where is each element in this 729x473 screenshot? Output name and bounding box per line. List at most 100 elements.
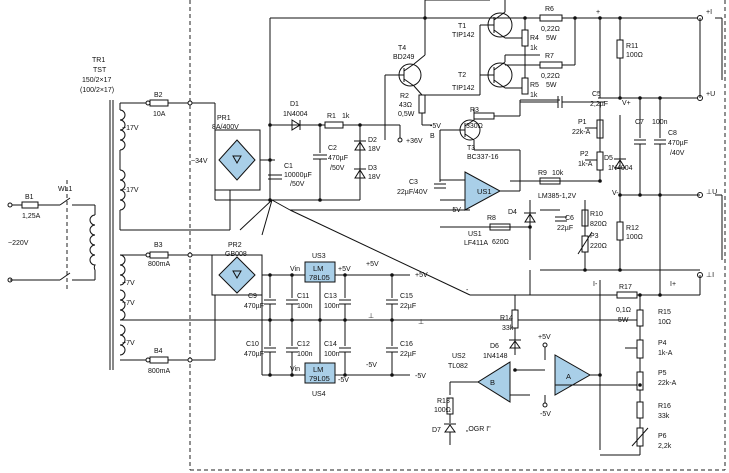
resistor-r13-led-d7: R13 100Ω D7 „OGR I"	[432, 397, 491, 445]
c2-value: 470µF	[328, 155, 348, 162]
r17-power: 5W	[618, 317, 629, 324]
b2-value: 10A	[153, 111, 166, 118]
d6-value: 1N4148	[483, 353, 508, 360]
p6-name: P6	[658, 433, 667, 440]
c13-value: 100n	[324, 303, 340, 310]
pr2-name: PR2	[228, 242, 242, 249]
r12-value: 100Ω	[626, 234, 643, 241]
c1-value: 10000µF	[284, 172, 312, 179]
iminus-label: I-	[593, 281, 598, 288]
transistor-t4: T4 BD249	[384, 18, 426, 140]
t3-name: T3	[467, 145, 475, 152]
r7-power: 5W	[546, 82, 557, 89]
d5-value: 1N4004	[608, 165, 633, 172]
capacitor-c5: C5 2,2µF V+	[520, 91, 631, 108]
c13-name: C13	[324, 293, 337, 300]
r2-value: 43Ω	[399, 102, 412, 109]
p6-value: 2,2k	[658, 443, 672, 450]
r16-name: R16	[658, 403, 671, 410]
pr1-value: 8A/400V	[212, 124, 239, 131]
sec-7v-a: ~7V	[122, 300, 135, 307]
vin-us3: Vin	[290, 266, 300, 273]
b-label: B	[430, 133, 435, 140]
c1-volt: /50V	[290, 181, 305, 188]
opamp-us1: US1 US1 LF411A -5V	[440, 149, 521, 247]
p3-value: 220Ω	[590, 243, 607, 250]
minus5v-b: -5V	[415, 373, 426, 380]
b2-name: B2	[154, 92, 163, 99]
plus5v-us2: +5V	[538, 334, 551, 341]
c3-name: C3	[409, 179, 418, 186]
us2-name: US2	[452, 353, 466, 360]
r7-value: 0,22Ω	[541, 73, 560, 80]
c9-name: C9	[248, 293, 257, 300]
d7-value: „OGR I"	[466, 426, 491, 433]
r10-value: 820Ω	[590, 221, 607, 228]
c16-name: C16	[400, 341, 413, 348]
r13-value: 100Ω	[434, 407, 451, 414]
sec-7v-c: ~7V	[122, 280, 135, 287]
plus5v-us3: +5V	[338, 266, 351, 273]
r4-value: 1k	[530, 45, 538, 52]
c12-name: C12	[297, 341, 310, 348]
resistor-r1: R1 1k	[324, 113, 350, 129]
resistor-r2: R2 43Ω 0,5W -5V	[398, 93, 441, 130]
p1-value: 22k-A	[572, 129, 591, 136]
wl1-name: WL1	[58, 186, 73, 193]
minus5v-us4: -5V	[338, 377, 349, 384]
r2-power: 0,5W	[398, 111, 415, 118]
fuse-b4: B4 800mA	[140, 348, 215, 375]
r14-value: 33k	[502, 325, 514, 332]
resistors-r4-r5: R4 1k R5 1k	[521, 18, 539, 99]
b4-value: 800mA	[148, 368, 171, 375]
plus5v-b: +5V	[415, 272, 428, 279]
plus-i-label: +I	[706, 9, 712, 16]
divider-chain: R15 10Ω P4 1k-A P5 22k-A R16 33k P6 2,2k	[600, 275, 701, 456]
p1-name: P1	[578, 119, 587, 126]
b3-value: 800mA	[148, 261, 171, 268]
c7-name: C7	[635, 119, 644, 126]
diode-d5: D5 1N4004 V-	[604, 115, 633, 200]
c8-volt: /40V	[670, 150, 685, 157]
shunt-r17: R17 0,1Ω 5W -	[466, 284, 700, 324]
p5-value: 22k-A	[658, 380, 677, 387]
p4-value: 1k-A	[658, 350, 673, 357]
transistor-t1: T1 TIP142	[452, 0, 525, 39]
resistor-r11: R11 100Ω	[616, 18, 643, 98]
minus5v-us2: -5V	[540, 411, 551, 418]
r4-name: R4	[530, 35, 539, 42]
sec-17v-a: ~17V	[122, 125, 139, 132]
r9-name: R9	[538, 170, 547, 177]
resistor-r9: R9 10k	[510, 170, 600, 185]
diode-d6: D6 1N4148	[483, 339, 521, 360]
opamp-a-label: A	[566, 372, 571, 381]
c2-volt: /50V	[330, 165, 345, 172]
d3-value: 18V	[368, 174, 381, 181]
d2-value: 18V	[368, 146, 381, 153]
c9-value: 470µF	[244, 303, 264, 310]
d5-name: D5	[604, 155, 613, 162]
ground-mid: ⊥	[368, 313, 374, 320]
c5-name: C5	[592, 91, 601, 98]
us3-part: 78L05	[309, 273, 330, 282]
ground-out: ⊥	[418, 319, 424, 326]
minus5v-r2: -5V	[430, 123, 441, 130]
tr1-name: TR1	[92, 57, 105, 64]
supply-plus36: +36V	[397, 125, 423, 145]
c16-value: 22µF	[400, 351, 416, 358]
tr1-type: TST	[93, 67, 107, 74]
r8-name: R8	[487, 215, 496, 222]
c6-value: 22µF	[557, 225, 573, 232]
capacitor-c1: C1 10000µF /50V	[268, 159, 312, 188]
p5-name: P5	[658, 370, 667, 377]
r10-name: R10	[590, 211, 603, 218]
r15-value: 10Ω	[658, 319, 671, 326]
d6-name: D6	[490, 343, 499, 350]
d3-name: D3	[368, 165, 377, 172]
r11-value: 100Ω	[626, 52, 643, 59]
minus-i-label: ⊥I	[706, 272, 714, 279]
t2-name: T2	[458, 72, 466, 79]
us1-name: US1	[468, 231, 482, 238]
r5-value: 1k	[530, 92, 538, 99]
r1-value: 1k	[342, 113, 350, 120]
